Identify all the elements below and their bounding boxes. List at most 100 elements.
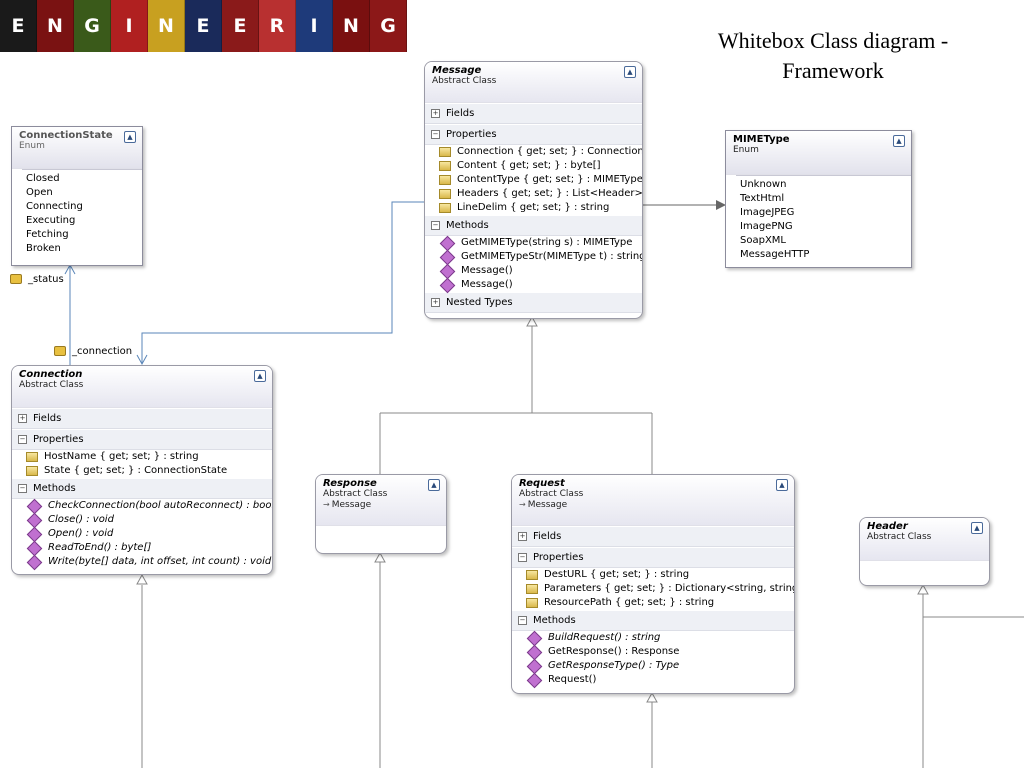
fields-section[interactable]: +Fields (425, 103, 642, 124)
method-text: Message() (461, 265, 513, 276)
property-item: Headers { get; set; } : List<Header> (425, 187, 642, 201)
connection-class-box[interactable]: Connection Abstract Class ▲ +Fields −Pro… (11, 365, 273, 575)
collapse-icon[interactable]: ▲ (428, 479, 440, 491)
response-name: Response (323, 478, 377, 489)
collapse-section-icon[interactable]: − (18, 435, 27, 444)
enum-value: SoapXML (740, 235, 786, 246)
property-item: LineDelim { get; set; } : string (425, 201, 642, 215)
collapse-section-icon[interactable]: − (518, 616, 527, 625)
response-base: →Message (323, 500, 439, 510)
slide-title: Whitebox Class diagram - Framework (717, 28, 949, 83)
collapse-icon[interactable]: ▲ (124, 131, 136, 143)
property-icon (439, 161, 451, 171)
property-icon (526, 584, 538, 594)
collapse-section-icon[interactable]: − (431, 221, 440, 230)
connectionstate-enum-box[interactable]: ConnectionState Enum ▲ Closed Open Conne… (11, 126, 143, 266)
method-item: ReadToEnd() : byte[] (12, 540, 272, 556)
properties-section[interactable]: −Properties (12, 429, 272, 450)
message-class-box[interactable]: Message Abstract Class ▲ +Fields −Proper… (424, 61, 643, 319)
banner-letter: N (148, 0, 185, 52)
method-icon (526, 644, 543, 660)
property-item: State { get; set; } : ConnectionState (12, 464, 272, 478)
method-icon (26, 498, 43, 514)
mimetype-kind: Enum (733, 145, 759, 155)
method-text: GetMIMETypeStr(MIMEType t) : string (461, 251, 643, 262)
collapse-section-icon[interactable]: − (431, 130, 440, 139)
banner-letter: E (185, 0, 222, 52)
request-class-box[interactable]: Request Abstract Class →Message ▲ +Field… (511, 474, 795, 694)
property-text: Parameters { get; set; } : Dictionary<st… (544, 583, 795, 594)
collapse-section-icon[interactable]: − (18, 484, 27, 493)
property-icon (26, 466, 38, 476)
property-text: LineDelim { get; set; } : string (457, 202, 610, 213)
request-base: →Message (519, 500, 787, 510)
connection-inheritance-triangle (136, 573, 148, 585)
method-item: GetResponse() : Response (512, 644, 794, 660)
expand-icon[interactable]: + (431, 109, 440, 118)
methods-section[interactable]: −Methods (425, 215, 642, 236)
enum-value: Connecting (26, 201, 83, 212)
collapse-icon[interactable]: ▲ (254, 370, 266, 382)
section-label: Properties (446, 129, 497, 140)
header-class-box[interactable]: Header Abstract Class ▲ (859, 517, 990, 586)
expand-icon[interactable]: + (518, 532, 527, 541)
engineering-banner: E N G I N E E R I N G (0, 0, 407, 52)
property-text: Headers { get; set; } : List<Header> (457, 188, 643, 199)
enum-value: ImagePNG (740, 221, 793, 232)
connection-label: _connection (54, 346, 132, 357)
banner-letter: G (74, 0, 111, 52)
section-label: Methods (33, 483, 76, 494)
mimetype-name: MIMEType (733, 134, 790, 145)
method-text: Close() : void (48, 514, 114, 525)
fields-section[interactable]: + Fields (12, 408, 272, 429)
property-icon (439, 203, 451, 213)
collapse-section-icon[interactable]: − (518, 553, 527, 562)
property-item: DestURL { get; set; } : string (512, 568, 794, 582)
method-text: Request() (548, 674, 597, 685)
section-label: Methods (533, 615, 576, 626)
expand-icon[interactable]: + (431, 298, 440, 307)
method-item: Request() (512, 672, 794, 688)
response-header: Response Abstract Class →Message ▲ (316, 475, 446, 526)
property-icon (439, 175, 451, 185)
method-item: GetResponseType() : Type (512, 658, 794, 674)
request-kind: Abstract Class (519, 489, 584, 499)
method-icon (439, 277, 456, 293)
property-icon (439, 147, 451, 157)
property-icon (526, 598, 538, 608)
collapse-icon[interactable]: ▲ (971, 522, 983, 534)
method-text: Message() (461, 279, 513, 290)
method-text: Open() : void (48, 528, 114, 539)
method-text: Write(byte[] data, int offset, int count… (48, 556, 272, 567)
response-class-box[interactable]: Response Abstract Class →Message ▲ (315, 474, 447, 554)
property-item: ContentType { get; set; } : MIMEType (425, 173, 642, 187)
property-text: DestURL { get; set; } : string (544, 569, 690, 580)
banner-letter: E (222, 0, 259, 52)
properties-section[interactable]: −Properties (425, 124, 642, 145)
method-text: GetResponse() : Response (548, 646, 680, 657)
fields-section[interactable]: +Fields (512, 526, 794, 547)
collapse-icon[interactable]: ▲ (624, 66, 636, 78)
banner-letter: R (259, 0, 296, 52)
collapse-icon[interactable]: ▲ (893, 135, 905, 147)
property-item: Connection { get; set; } : Connection (425, 145, 642, 159)
enum-value: Broken (26, 243, 61, 254)
property-text: ResourcePath { get; set; } : string (544, 597, 715, 608)
mimetype-enum-box[interactable]: MIMEType Enum ▲ Unknown TextHtml ImageJP… (725, 130, 912, 268)
collapse-icon[interactable]: ▲ (776, 479, 788, 491)
status-label-text: _status (28, 274, 64, 285)
methods-section[interactable]: −Methods (12, 478, 272, 499)
request-name: Request (519, 478, 565, 489)
expand-icon[interactable]: + (18, 414, 27, 423)
nested-types-section[interactable]: +Nested Types (425, 292, 642, 313)
method-icon (26, 526, 43, 542)
section-label: Fields (33, 413, 62, 424)
response-inheritance-triangle (374, 551, 386, 563)
properties-section[interactable]: −Properties (512, 547, 794, 568)
enum-value: Open (26, 187, 53, 198)
methods-section[interactable]: −Methods (512, 610, 794, 631)
response-kind: Abstract Class (323, 489, 388, 499)
enum-value: TextHtml (740, 193, 785, 204)
method-icon (26, 554, 43, 570)
